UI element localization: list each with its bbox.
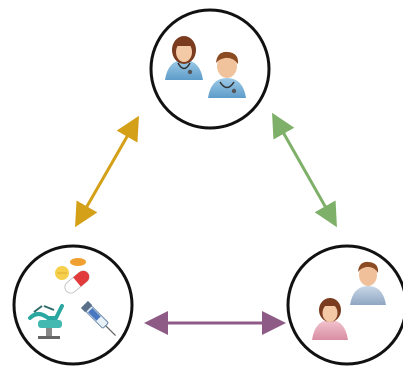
female-patient-icon [312,298,348,340]
arrow-doctors-patients [272,112,337,228]
male-patient-icon [350,261,386,305]
male-doctor-icon [208,51,246,98]
doctors-node [149,8,271,130]
patients-node [286,244,403,366]
treatment-node [12,244,134,366]
capsule-icon [64,270,90,294]
arrow-doctors-treatment [75,115,139,228]
dental-chair-icon [28,304,64,339]
female-doctor-icon [165,36,203,80]
pills-icon [55,258,86,280]
syringe-icon [80,300,117,337]
